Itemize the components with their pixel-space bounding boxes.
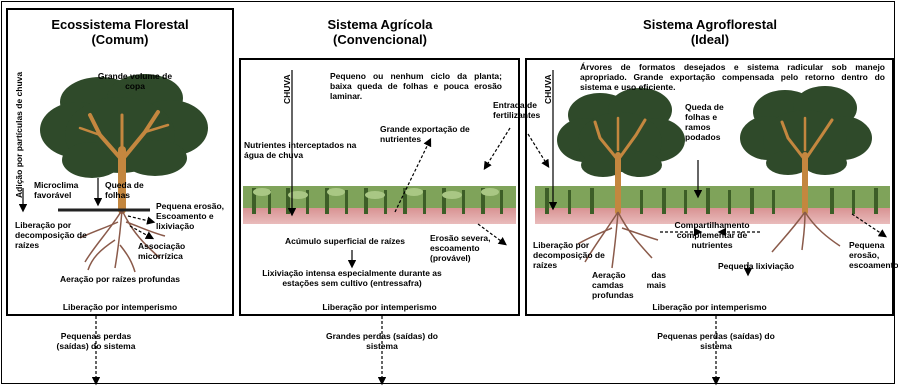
mycorrhizal-arrow — [129, 225, 155, 240]
agroforestry-sharing-label: Compartilhamento complementar de nutrien… — [674, 220, 750, 250]
forest-losses-label: Pequenas perdas (saídas) do sistema — [56, 331, 136, 351]
forest-canopy-label: Grande volume de copa — [97, 71, 173, 91]
forest-title: Ecossistema Florestal(Comum) — [51, 17, 189, 47]
agricultural-losses-label: Grandes perdas (saídas) do sistema — [326, 331, 438, 351]
agroforestry-weathering-label: Liberação por intemperismo — [652, 302, 767, 312]
agroforestry-trees-label: Árvores de formatos desejados e sistema … — [580, 62, 885, 92]
agroforestry-small-leaching-label: Pequena lixiviação — [718, 261, 795, 271]
agroforestry-small-erosion-label: Pequena erosão, escoamento — [849, 240, 898, 270]
severe-erosion-arrow — [477, 223, 507, 246]
agroforestry-title: Sistema Agroflorestal(Ideal) — [643, 17, 777, 47]
agroforestry-root-decomposition-label: Liberação por decomposição de raízes — [533, 240, 605, 270]
forest-root-decomposition-label: Liberação por decomposição de raízes — [15, 220, 87, 250]
forest-weathering-label: Liberação por intemperismo — [62, 302, 178, 312]
agricultural-intercepted-label: Nutrientes interceptados na água de chuv… — [244, 140, 357, 160]
agricultural-crop-row — [243, 186, 516, 214]
forest-mycorrhizal-label: Associação micorrízica — [138, 241, 186, 261]
agricultural-severe-erosion-label: Erosão severa, escoamento (provável) — [430, 233, 491, 263]
agroforestry-losses-label: Pequenas perdas (saídas) do sistema — [657, 331, 775, 351]
agricultural-leaching-label: Lixiviação intensa especialmente durante… — [262, 268, 442, 288]
agricultural-rain-label: CHUVA — [282, 74, 292, 104]
agricultural-weathering-label: Liberação por intemperismo — [322, 302, 437, 312]
fertilizer-arrow — [483, 127, 511, 171]
agroforestry-erosion-arrow — [851, 213, 887, 238]
panel-forest — [6, 8, 234, 316]
agroforestry-tree-left-roots — [577, 211, 659, 269]
agricultural-surface-roots-label: Acúmulo superficial de raízes — [285, 236, 405, 246]
agricultural-title: Sistema Agrícola(Convencional) — [327, 17, 433, 47]
small-erosion-arrow — [127, 215, 156, 225]
forest-small-erosion-label: Pequena erosão, Escoamento e lixiviação — [156, 201, 225, 231]
agricultural-export-label: Grande exportação de nutrientes — [380, 124, 470, 144]
forest-roots — [79, 209, 166, 273]
agroforestry-fertilizer-arrow — [527, 133, 550, 169]
agroforestry-tree-left-trunk — [593, 116, 647, 215]
forest-microclimate-label: Microclima favorável — [34, 180, 79, 200]
export-arrow — [394, 137, 432, 213]
agroforestry-deep-aeration-label: Aeração das camdas mais profundas — [592, 270, 666, 300]
agroforestry-tree-right-trunk — [780, 116, 834, 215]
agroforestry-tree-left-canopy — [557, 88, 685, 177]
agricultural-cycle-label: Pequeno ou nenhum ciclo da planta; baixa… — [330, 71, 502, 101]
forest-tree-trunk — [78, 110, 170, 214]
agricultural-fertilizers-label: Entrada de fertilizantes — [493, 100, 541, 120]
agroforestry-tree-right-roots — [771, 211, 841, 253]
agroforestry-crop-row — [535, 186, 890, 214]
forest-rain-particles-label: Adição por partículas de chuva — [14, 71, 24, 198]
forest-tree-canopy — [40, 74, 208, 178]
forest-leaf-fall-label: Queda de folhas — [105, 180, 144, 200]
agroforestry-rain-label: CHUVA — [543, 74, 553, 104]
forest-deep-aeration-label: Aeração por raízes profundas — [60, 274, 180, 284]
agroforestry-pruned-label: Queda de folhas e ramos podados — [685, 102, 724, 142]
